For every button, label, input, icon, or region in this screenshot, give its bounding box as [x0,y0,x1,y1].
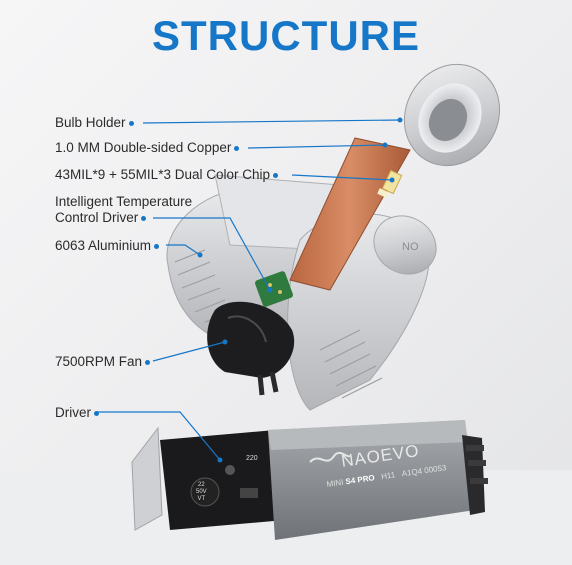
label-temperature-driver: Intelligent Temperature Control Driver [55,194,192,226]
page-title: STRUCTURE [152,12,420,59]
label-bulb-holder-text: Bulb Holder [55,115,126,130]
label-chip: 43MIL*9 + 55MIL*3 Dual Color Chip [55,167,278,183]
dot-icon [273,172,278,178]
driver-module [131,420,488,540]
dot-icon [154,243,160,249]
label-bulb-holder: Bulb Holder [55,115,134,131]
capacitor-label: 22 50V VT [196,482,207,503]
label-driver: Driver [55,405,99,421]
size-text: H11 [380,470,396,482]
dot-icon [145,359,151,365]
label-driver-text: Driver [55,405,91,420]
label-fan: 7500RPM Fan [55,354,151,370]
board-mark: 220 [246,455,258,462]
capacitor-line: VT [197,496,206,502]
label-chip-text: 43MIL*9 + 55MIL*3 Dual Color Chip [55,167,270,182]
dot-icon [141,215,147,221]
label-copper-text: 1.0 MM Double-sided Copper [55,140,232,155]
dot-icon [94,410,99,416]
bulb-holder [403,63,501,167]
label-temperature-driver-line1: Intelligent Temperature [55,194,193,209]
capacitor-line: 50V [196,489,207,495]
capacitor-line: 22 [198,482,205,488]
cooling-fan [207,301,295,396]
svg-text:NO: NO [402,241,419,253]
label-copper: 1.0 MM Double-sided Copper [55,140,240,156]
label-temperature-driver-line2: Control Driver [55,210,139,225]
label-aluminium-text: 6063 Aluminium [55,238,152,253]
leader-lines [97,119,401,461]
label-aluminium: 6063 Aluminium [55,238,160,254]
label-fan-text: 7500RPM Fan [55,354,143,369]
dot-icon [128,120,134,126]
dot-icon [234,145,240,151]
